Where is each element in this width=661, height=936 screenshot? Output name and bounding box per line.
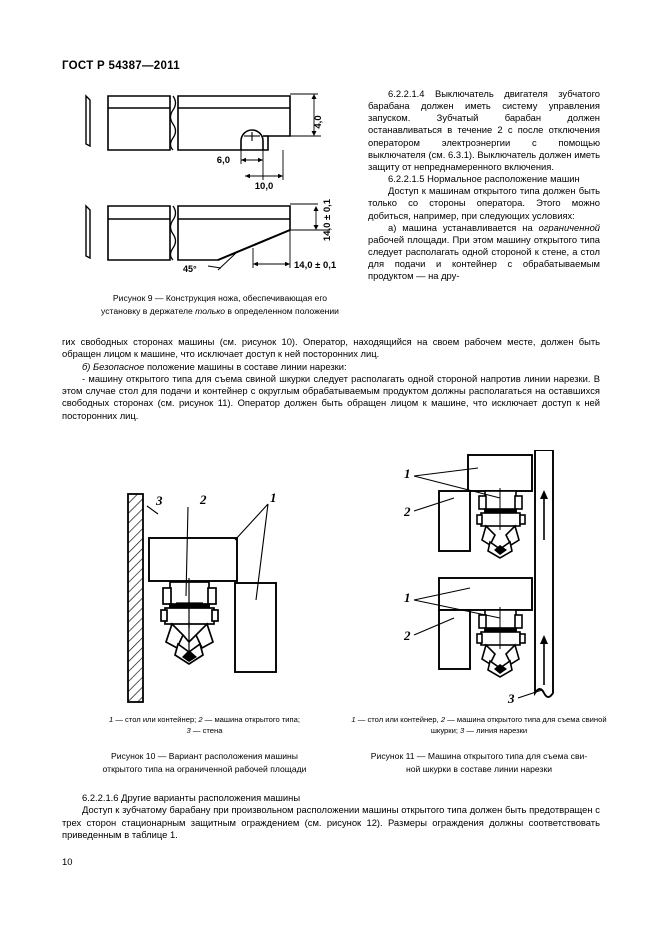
figure-10-legend-text-1: — стол или контейнер; [113, 715, 199, 724]
paragraph-continued: гих свободных сторонах машины (см. рисун… [62, 336, 600, 360]
figure-9-caption: Рисунок 9 — Конструкция ножа, обеспечива… [70, 292, 370, 317]
page-header-standard-number: ГОСТ Р 54387—2011 [62, 60, 180, 72]
figure-11-legend-text-1: — стол или контейнер, [355, 715, 441, 724]
figure-9-drawing: 4,0 6,0 10,0 [78, 88, 358, 288]
clause-6-2-2-1-6-heading: 6.2.2.1.6 Другие варианты расположения м… [82, 792, 301, 803]
page-number: 10 [62, 856, 73, 867]
figure-11-legend-num-3: 3 [460, 726, 465, 735]
paragraph-item-b: б) Безопасное положение машины в составе… [62, 361, 600, 373]
right-text-column: 6.2.2.1.4 Выключатель двигателя зубчатог… [368, 88, 600, 283]
figure-10-label-1: 1 [270, 490, 277, 505]
figure-11-legend-num-2: 2 [440, 715, 446, 724]
clause-item-a-emphasis: ограниченной [538, 221, 600, 233]
fig9-dim-14-vertical: 14,0 ± 0,1 [322, 198, 333, 241]
figure-10-label-2: 2 [199, 492, 207, 507]
figure-9-caption-line2-b: в определенном положении [225, 305, 339, 316]
figure-11-caption-line2: ной шкурки в составе линии нарезки [405, 763, 552, 774]
figure-10-legend-text-2: — машина открытого типа; [202, 715, 300, 724]
figure-10-drawing: 3 2 1 [100, 452, 330, 707]
clause-item-a-suffix: рабочей площади. При этом машину открыто… [368, 233, 600, 282]
paragraph-item-b-emphasis: Безопасное [93, 360, 145, 372]
figure-10-legend-num-3: 3 [186, 726, 191, 735]
clause-6-2-2-1-5-heading: 6.2.2.1.5 Нормальное расположение машин [388, 173, 580, 185]
clause-6-2-2-1-6-paragraph: Доступ к зубчатому барабану при произвол… [62, 804, 600, 840]
figure-10-caption-line2: открытого типа на ограниченной рабочей п… [102, 763, 307, 774]
figure-10-legend-text-3: — стена [190, 726, 223, 735]
figure-11-caption-line1: Рисунок 11 — Машина открытого типа для с… [370, 751, 588, 761]
fig9-dim-10: 10,0 [255, 181, 274, 192]
figure-11-legend: 1 — стол или контейнер, 2 — машина откры… [348, 714, 610, 736]
clause-6-2-2-1-4: 6.2.2.1.4 Выключатель двигателя зубчатог… [368, 88, 600, 172]
figure-11-label-2-top: 2 [403, 504, 411, 519]
bottom-text-block: 6.2.2.1.6 Другие варианты расположения м… [62, 792, 600, 841]
figure-9-caption-line1: Рисунок 9 — Конструкция ножа, обеспечива… [112, 293, 328, 303]
figure-11-label-3: 3 [507, 691, 515, 706]
fig9-angle-45: 45° [183, 264, 197, 274]
figure-11-label-1-bottom: 1 [404, 590, 411, 605]
figure-10-caption-line1: Рисунок 10 — Вариант расположения машины [111, 751, 298, 761]
fig9-dim-4: 4,0 [313, 115, 324, 128]
figure-11-label-1-top: 1 [404, 466, 411, 481]
paragraph-item-b-prefix: б) [82, 360, 94, 372]
fig9-dim-14-horizontal: 14,0 ± 0,1 [294, 260, 337, 271]
figure-11-legend-text-3: — линия нарезки [464, 726, 528, 735]
figure-10-legend-num-1: 1 [108, 715, 114, 724]
figure-10-legend-num-2: 2 [198, 715, 203, 724]
figure-10-label-3: 3 [155, 493, 163, 508]
figure-11-legend-num-1: 1 [351, 715, 356, 724]
paragraph-dash-item: - машину открытого типа для съема свиной… [62, 372, 600, 421]
figure-10-legend: 1 — стол или контейнер; 2 — машина откры… [62, 714, 347, 736]
clause-item-a-prefix: а) машина устанавливается на [388, 221, 539, 233]
figure-11-drawing: 1 2 1 2 3 [390, 450, 590, 712]
clause-access-paragraph: Доступ к машинам открытого типа должен б… [368, 185, 600, 221]
clause-item-a: а) машина устанавливается на ограниченно… [368, 222, 600, 283]
figure-9-caption-line2-a: установку в держателе [101, 305, 196, 316]
figure-11-legend-text-2: — машина открытого типа для съема свиной… [430, 715, 607, 735]
full-width-text-block: гих свободных сторонах машины (см. рисун… [62, 336, 600, 422]
figure-11-label-2-bottom: 2 [403, 628, 411, 643]
fig9-dim-6: 6,0 [217, 155, 230, 166]
figure-10-caption: Рисунок 10 — Вариант расположения машины… [62, 750, 347, 775]
figure-9-caption-emphasis: только [195, 305, 226, 316]
paragraph-item-b-suffix: положение машины в составе линии нарезки… [144, 360, 347, 372]
figure-11-caption: Рисунок 11 — Машина открытого типа для с… [348, 750, 610, 775]
